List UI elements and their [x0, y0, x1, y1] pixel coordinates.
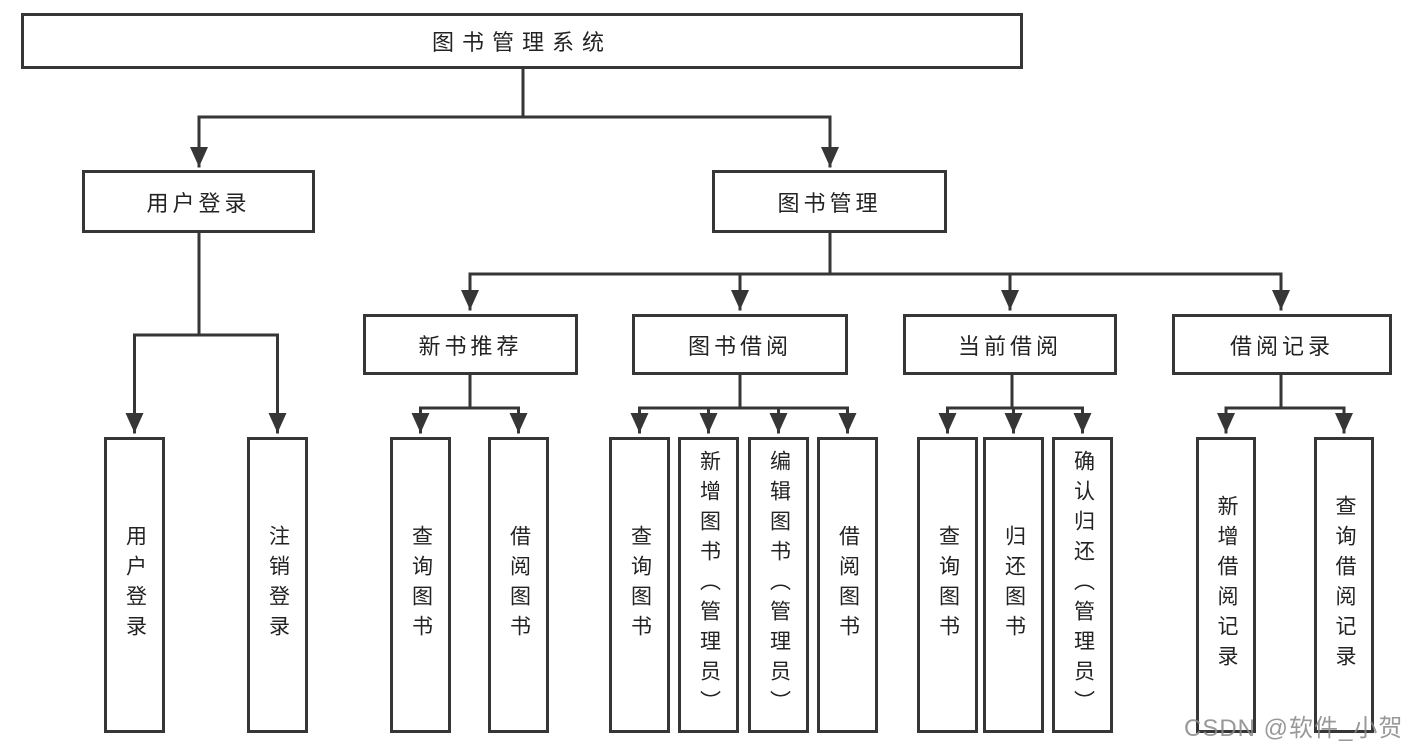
leaf-query-books-borrow: 查询图书: [609, 437, 670, 733]
node-user-login: 用户登录: [82, 170, 315, 233]
connector-root-to-level2: [190, 67, 839, 168]
connector-current-borrow-leaves: [938, 373, 1092, 434]
leaf-add-borrow-record: 新增借阅记录: [1196, 437, 1256, 733]
leaf-borrow-books: 借阅图书: [817, 437, 878, 733]
leaf-query-borrow-record: 查询借阅记录: [1314, 437, 1374, 733]
connector-new-book-recommend-leaves: [411, 373, 528, 434]
node-new-book-recommend: 新书推荐: [363, 314, 578, 375]
connector-book-borrow-leaves: [630, 373, 857, 434]
leaf-logout: 注销登录: [247, 437, 308, 733]
leaf-borrow-books-recommend: 借阅图书: [488, 437, 549, 733]
node-borrow-records: 借阅记录: [1172, 314, 1392, 375]
leaf-user-login: 用户登录: [104, 437, 165, 733]
connector-borrow-records-leaves: [1217, 373, 1353, 434]
leaf-query-books-current: 查询图书: [917, 437, 978, 733]
node-book-management: 图书管理: [712, 170, 947, 233]
node-current-borrow: 当前借阅: [903, 314, 1117, 375]
connector-user-login-branch: [125, 231, 287, 434]
leaf-return-books: 归还图书: [983, 437, 1044, 733]
node-root-library-system: 图书管理系统: [21, 13, 1023, 69]
leaf-edit-book-admin: 编辑图书（管理员）: [748, 437, 809, 733]
leaf-add-book-admin: 新增图书（管理员）: [678, 437, 739, 733]
csdn-watermark: CSDN @软件_小贺同学: [1184, 715, 1404, 742]
leaf-confirm-return-admin: 确认归还（管理员）: [1052, 437, 1113, 733]
leaf-query-books-recommend: 查询图书: [390, 437, 451, 733]
node-book-borrow: 图书借阅: [632, 314, 848, 375]
connector-book-management-branch: [461, 231, 1290, 311]
